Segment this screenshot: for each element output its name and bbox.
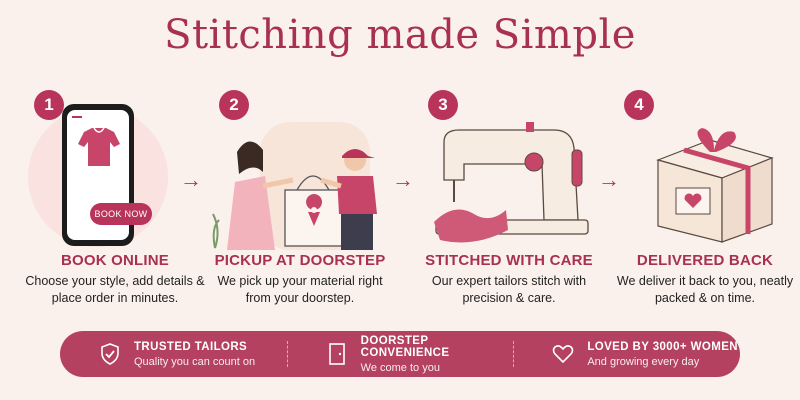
feature-title: LOVED BY 3000+ WOMEN xyxy=(587,340,738,353)
gift-box-illustration xyxy=(656,128,774,243)
feature-subtitle: And growing every day xyxy=(587,355,700,368)
step-description: Choose your style, add details & place o… xyxy=(25,274,205,305)
step-number: 3 xyxy=(428,90,458,120)
step-description: Our expert tailors stitch with precision… xyxy=(431,274,587,305)
step-pickup: 2 PICKUP AT DOORSTEP We pick up your mat… xyxy=(205,90,395,325)
shield-check-icon xyxy=(101,343,119,365)
step-heading: DELIVERED BACK xyxy=(636,252,774,269)
step-number: 4 xyxy=(624,90,654,120)
step-heading: STITCHED WITH CARE xyxy=(425,252,593,269)
arrow-icon: → xyxy=(180,167,202,192)
door-icon xyxy=(328,343,345,365)
pickup-illustration xyxy=(212,122,377,250)
step-number: 1 xyxy=(34,90,64,120)
step-number: 2 xyxy=(219,90,249,120)
heart-icon xyxy=(553,345,574,364)
arrow-icon: → xyxy=(392,167,414,192)
step-heading: PICKUP AT DOORSTEP xyxy=(214,252,386,269)
sewing-machine-illustration xyxy=(434,122,589,243)
feature-subtitle: Quality you can count on xyxy=(134,355,256,368)
step-delivered: 4 DELIVERED BACK We deliver it back to y… xyxy=(610,90,800,325)
feature-loved: LOVED BY 3000+ WOMEN And growing every d… xyxy=(513,331,740,377)
step-stitched: 3 STITCHED WITH CARE Our expert tailors … xyxy=(414,90,604,325)
feature-subtitle: We come to you xyxy=(360,361,440,374)
book-now-button[interactable]: BOOK NOW xyxy=(90,203,152,225)
page-title: Stitching made Simple xyxy=(164,12,636,58)
feature-bar: TRUSTED TAILORS Quality you can count on… xyxy=(60,331,740,377)
step-heading: BOOK ONLINE xyxy=(60,252,170,269)
arrow-icon: → xyxy=(598,167,620,192)
feature-doorstep: DOORSTEP CONVENIENCE We come to you xyxy=(286,331,514,377)
feature-title: DOORSTEP CONVENIENCE xyxy=(360,334,450,359)
step-description: We pick up your material right from your… xyxy=(217,274,383,305)
step-book-online: BOOK NOW 1 BOOK ONLINE Choose your style… xyxy=(20,90,210,325)
feature-title: TRUSTED TAILORS xyxy=(134,340,248,353)
step-description: We deliver it back to you, neatly packed… xyxy=(616,274,794,305)
feature-trusted-tailors: TRUSTED TAILORS Quality you can count on xyxy=(60,331,287,377)
